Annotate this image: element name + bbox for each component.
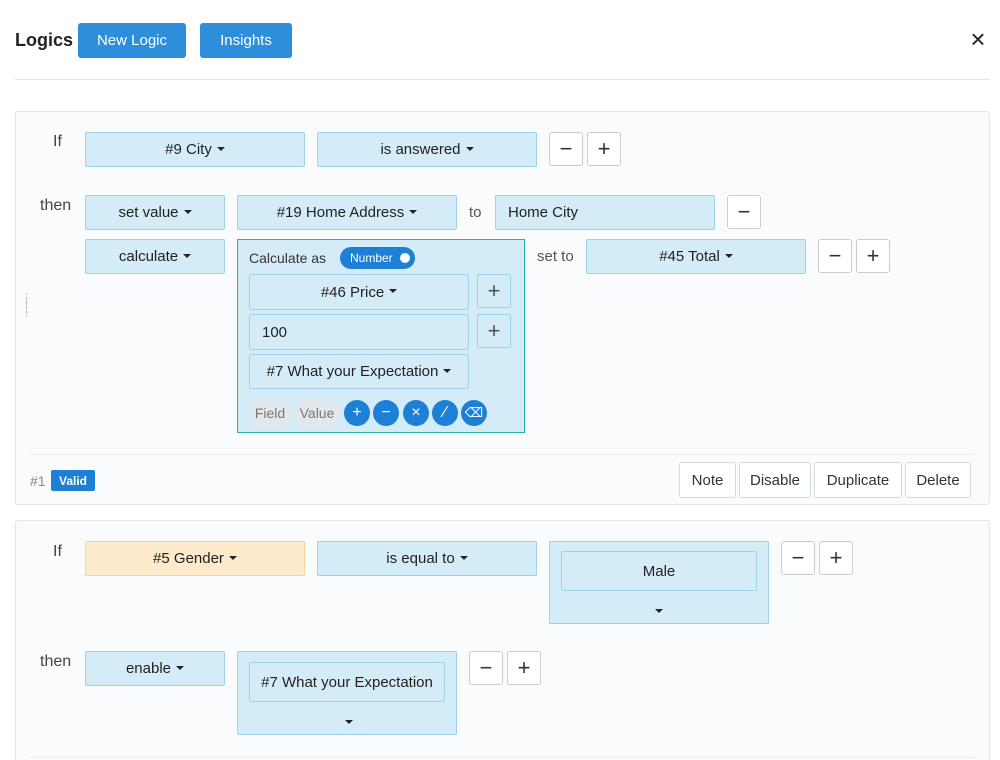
dropdown-toggle[interactable]: [345, 714, 353, 731]
remove-condition-button[interactable]: −: [781, 541, 815, 575]
caret-down-icon: [228, 555, 237, 560]
backspace-button[interactable]: ⌫: [461, 400, 487, 426]
note-button[interactable]: Note: [679, 462, 736, 498]
header-divider: [15, 79, 990, 80]
condition-operator-select[interactable]: is answered: [317, 132, 537, 167]
close-icon[interactable]: ×: [970, 24, 986, 54]
plus-icon: +: [517, 655, 531, 680]
caret-down-icon: [176, 665, 185, 670]
add-operator-button[interactable]: +: [344, 400, 370, 426]
caret-down-icon: [443, 368, 452, 373]
footer-divider: [30, 757, 975, 758]
action-type-select[interactable]: set value: [85, 195, 225, 230]
calc-field-select[interactable]: #46 Price: [249, 274, 469, 310]
duplicate-button[interactable]: Duplicate: [814, 462, 902, 498]
minus-icon: −: [479, 655, 493, 680]
calc-field-select[interactable]: #7 What your Expectation: [249, 354, 469, 389]
minus-icon: −: [737, 199, 751, 224]
action-target-select[interactable]: #19 Home Address: [237, 195, 457, 230]
if-label: If: [53, 543, 62, 560]
add-condition-button[interactable]: +: [587, 132, 621, 166]
toggle-label: Number: [350, 251, 393, 265]
calc-value-input[interactable]: 100: [249, 314, 469, 350]
footer-divider: [30, 454, 975, 455]
disable-button[interactable]: Disable: [739, 462, 811, 498]
plus-icon: +: [487, 318, 501, 343]
condition-operator-value: is equal to: [386, 550, 455, 567]
result-field-select[interactable]: #45 Total: [586, 239, 806, 274]
plus-icon: +: [352, 404, 362, 421]
status-badge: Valid: [51, 470, 95, 491]
action-type-value: calculate: [118, 248, 179, 265]
condition-field-value: #5 Gender: [153, 550, 224, 567]
field-pill[interactable]: Field: [249, 399, 291, 427]
calc-add-button[interactable]: +: [477, 274, 511, 308]
if-label: If: [53, 133, 62, 150]
action-type-value: enable: [125, 660, 172, 677]
caret-down-icon: [459, 555, 468, 560]
caret-down-icon: [183, 253, 192, 258]
dropdown-toggle[interactable]: [655, 603, 663, 620]
plus-icon: +: [829, 545, 843, 570]
remove-action-button[interactable]: −: [727, 195, 761, 229]
insights-button[interactable]: Insights: [200, 23, 292, 58]
condition-field-value: #9 City: [165, 141, 212, 158]
remove-condition-button[interactable]: −: [549, 132, 583, 166]
caret-down-icon: [345, 720, 353, 725]
calculate-as-label: Calculate as: [249, 250, 327, 266]
caret-down-icon: [183, 209, 192, 214]
calc-field-value: #46 Price: [320, 283, 385, 301]
action-type-select[interactable]: calculate: [85, 239, 225, 274]
minus-icon: −: [559, 136, 573, 161]
number-toggle[interactable]: Number: [340, 247, 415, 269]
minus-icon: −: [828, 243, 842, 268]
multiply-operator-button[interactable]: ×: [403, 400, 429, 426]
minus-icon: −: [791, 545, 805, 570]
then-label: then: [40, 197, 72, 214]
remove-action-button[interactable]: −: [818, 239, 852, 273]
caret-down-icon: [216, 146, 225, 151]
caret-down-icon: [389, 289, 398, 293]
action-target-value: #19 Home Address: [276, 204, 405, 221]
drag-handle-icon[interactable]: ⋮⋮⋮⋮: [21, 292, 33, 319]
then-label: then: [40, 653, 72, 670]
caret-down-icon: [655, 609, 663, 614]
subtract-operator-button[interactable]: −: [373, 400, 399, 426]
condition-value-select[interactable]: Male: [561, 551, 757, 591]
result-field-value: #45 Total: [659, 248, 720, 265]
divide-operator-button[interactable]: ⁄: [432, 400, 458, 426]
plus-icon: +: [866, 243, 880, 268]
calc-add-button[interactable]: +: [477, 314, 511, 348]
caret-down-icon: [724, 253, 733, 258]
plus-icon: +: [597, 136, 611, 161]
rule-number: #1: [30, 473, 46, 489]
times-icon: ×: [411, 404, 421, 421]
condition-operator-select[interactable]: is equal to: [317, 541, 537, 576]
condition-operator-value: is answered: [380, 141, 461, 158]
add-action-button[interactable]: +: [507, 651, 541, 685]
page-title: Logics: [15, 30, 74, 50]
toggle-knob: [400, 253, 410, 263]
remove-action-button[interactable]: −: [469, 651, 503, 685]
caret-down-icon: [409, 209, 418, 214]
condition-field-select[interactable]: #9 City: [85, 132, 305, 167]
add-condition-button[interactable]: +: [819, 541, 853, 575]
action-type-value: set value: [118, 204, 179, 221]
value-pill[interactable]: Value: [294, 399, 340, 427]
add-action-button[interactable]: +: [856, 239, 890, 273]
action-target-select[interactable]: #7 What your Expectation: [249, 662, 445, 702]
caret-down-icon: [465, 146, 474, 151]
delete-button[interactable]: Delete: [905, 462, 971, 498]
set-to-label: set to: [537, 248, 574, 265]
action-value-input[interactable]: Home City: [495, 195, 715, 230]
to-label: to: [469, 204, 482, 221]
backspace-icon: ⌫: [464, 405, 484, 420]
new-logic-button[interactable]: New Logic: [78, 23, 186, 58]
plus-icon: +: [487, 278, 501, 303]
slash-icon: ⁄: [443, 404, 447, 421]
action-type-select[interactable]: enable: [85, 651, 225, 686]
calc-field-value: #7 What your Expectation: [266, 363, 439, 380]
condition-field-select[interactable]: #5 Gender: [85, 541, 305, 576]
minus-icon: −: [381, 404, 391, 421]
